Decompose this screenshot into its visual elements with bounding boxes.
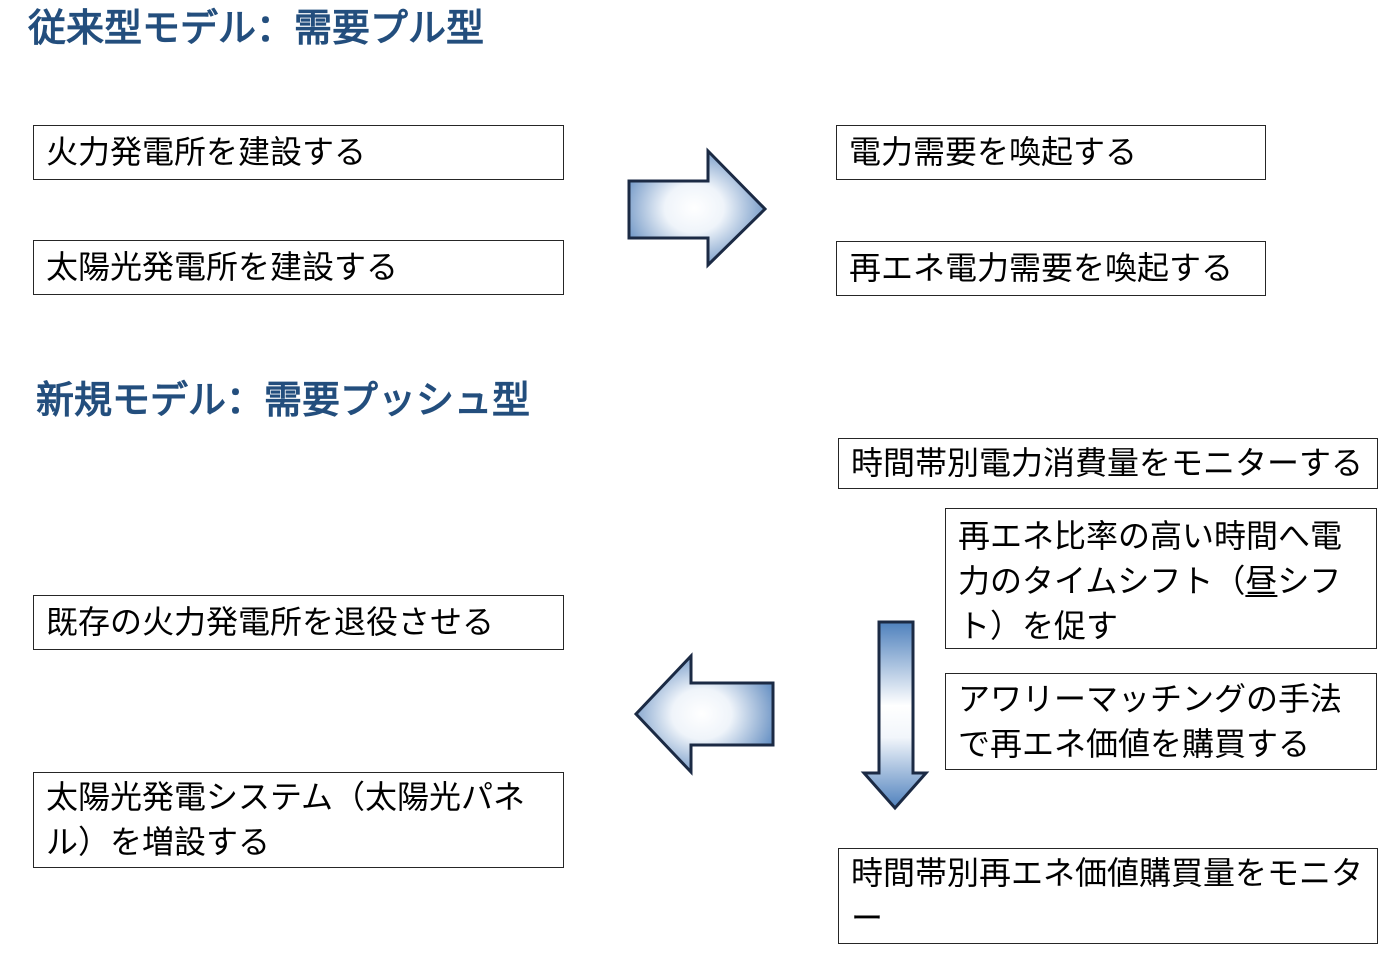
- box-monitor-renewable-purchase: 時間帯別再エネ価値購買量をモニター: [838, 848, 1378, 944]
- box-build-solar-plant: 太陽光発電所を建設する: [33, 240, 564, 295]
- right-arrow-icon: [627, 147, 768, 269]
- box-label: 再エネ電力需要を喚起する: [849, 250, 1234, 287]
- box-label: 時間帯別再エネ価値購買量をモニター: [851, 855, 1364, 936]
- timeshift-text-prefix: 再エネ比率の高い時間へ電力のタイムシフト（: [958, 518, 1343, 599]
- box-label: 時間帯別電力消費量をモニターする: [851, 445, 1364, 482]
- box-label: 太陽光発電所を建設する: [46, 249, 399, 286]
- box-label: 電力需要を喚起する: [849, 134, 1138, 171]
- box-stimulate-power-demand: 電力需要を喚起する: [836, 125, 1266, 180]
- timeshift-text-underlined: 昼: [1245, 562, 1278, 599]
- box-build-thermal-plant: 火力発電所を建設する: [33, 125, 564, 180]
- box-label: 既存の火力発電所を退役させる: [46, 604, 495, 641]
- left-arrow-icon: [633, 652, 775, 776]
- box-label: 再エネ比率の高い時間へ電力のタイムシフト（昼シフト）を促す: [958, 514, 1366, 648]
- traditional-model-title: 従来型モデル：需要プル型: [28, 8, 485, 50]
- box-label: 太陽光発電システム（太陽光パネル）を増設する: [46, 779, 526, 860]
- box-label: 火力発電所を建設する: [46, 134, 367, 171]
- box-hourly-matching: アワリーマッチングの手法で再エネ価値を購買する: [945, 673, 1377, 770]
- box-expand-solar-system: 太陽光発電システム（太陽光パネル）を増設する: [33, 772, 564, 868]
- box-monitor-consumption: 時間帯別電力消費量をモニターする: [838, 438, 1378, 489]
- box-stimulate-renewable-demand: 再エネ電力需要を喚起する: [836, 241, 1266, 296]
- new-model-title: 新規モデル：需要プッシュ型: [36, 380, 531, 422]
- box-timeshift: 再エネ比率の高い時間へ電力のタイムシフト（昼シフト）を促す: [945, 508, 1377, 649]
- timeshift-text-suffix: シフト）を促す: [958, 562, 1342, 644]
- box-retire-thermal-plant: 既存の火力発電所を退役させる: [33, 595, 564, 650]
- box-label: アワリーマッチングの手法で再エネ価値を購買する: [958, 680, 1343, 762]
- down-arrow-icon: [860, 620, 930, 811]
